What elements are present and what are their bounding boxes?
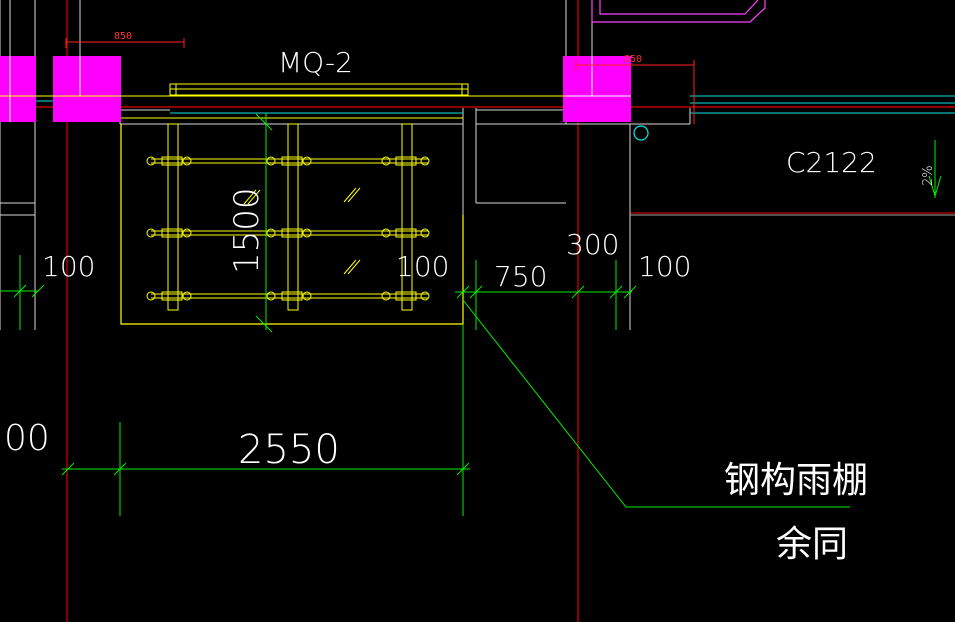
dim-850-right: 850 <box>624 54 642 65</box>
rod-ball-1-0 <box>146 228 156 238</box>
door-tag: MQ-2 <box>278 46 353 79</box>
dim-left-100: 100 <box>42 250 95 283</box>
window-tag: C2122 <box>786 146 877 179</box>
rod-ball-1-1 <box>182 228 192 238</box>
dim-mid-100: 100 <box>396 250 449 283</box>
rod-clamp-0-0 <box>161 156 183 166</box>
rod-ball-0-4 <box>381 156 391 166</box>
rod-clamp-2-0 <box>161 291 183 301</box>
rod-ball-1-4 <box>381 228 391 238</box>
rod-ball-2-5 <box>420 291 430 301</box>
rod-ball-2-0 <box>146 291 156 301</box>
rod-ball-2-4 <box>381 291 391 301</box>
door-frame <box>0 83 566 119</box>
rod-ball-1-3 <box>302 228 312 238</box>
rod-ball-0-1 <box>182 156 192 166</box>
dim-width-2550: 2550 <box>238 427 340 473</box>
rod-ball-0-2 <box>266 156 276 166</box>
rod-ball-0-5 <box>420 156 430 166</box>
top-right-outline <box>591 0 766 23</box>
column-left-b <box>53 56 121 122</box>
dimension-lines <box>0 113 942 516</box>
dim-partial-00: 00 <box>4 418 50 459</box>
rod-clamp-0-1 <box>281 156 303 166</box>
column-marker-circle <box>633 125 649 141</box>
rod-ball-2-3 <box>302 291 312 301</box>
glass-marks <box>243 187 361 275</box>
dim-height-1500: 1500 <box>227 187 267 274</box>
rod-clamp-1-2 <box>395 228 417 238</box>
rod-clamp-0-2 <box>395 156 417 166</box>
canopy-members <box>167 123 413 311</box>
rod-ball-2-2 <box>266 291 276 301</box>
canopy-outline <box>120 124 464 325</box>
rod-clamp-1-1 <box>281 228 303 238</box>
rod-ball-1-2 <box>266 228 276 238</box>
dim-300: 300 <box>566 228 619 261</box>
column-left-a <box>0 56 36 122</box>
note-canopy: 钢构雨棚 <box>724 460 868 501</box>
rod-clamp-2-1 <box>281 291 303 301</box>
column-blocks <box>0 56 631 122</box>
canopy-rods <box>146 156 430 301</box>
dim-850-left: 850 <box>114 31 132 42</box>
dim-750: 750 <box>494 260 547 293</box>
slope-label: 2% <box>921 165 936 186</box>
red-dims <box>65 38 695 124</box>
rod-ball-1-5 <box>420 228 430 238</box>
dim-right-100: 100 <box>638 250 691 283</box>
rod-ball-2-1 <box>182 291 192 301</box>
cyan-lines <box>36 95 955 114</box>
rod-clamp-1-0 <box>161 228 183 238</box>
note-same: 余同 <box>776 524 848 565</box>
rod-clamp-2-2 <box>395 291 417 301</box>
column-right <box>563 56 631 122</box>
rod-ball-0-3 <box>302 156 312 166</box>
rod-ball-0-0 <box>146 156 156 166</box>
